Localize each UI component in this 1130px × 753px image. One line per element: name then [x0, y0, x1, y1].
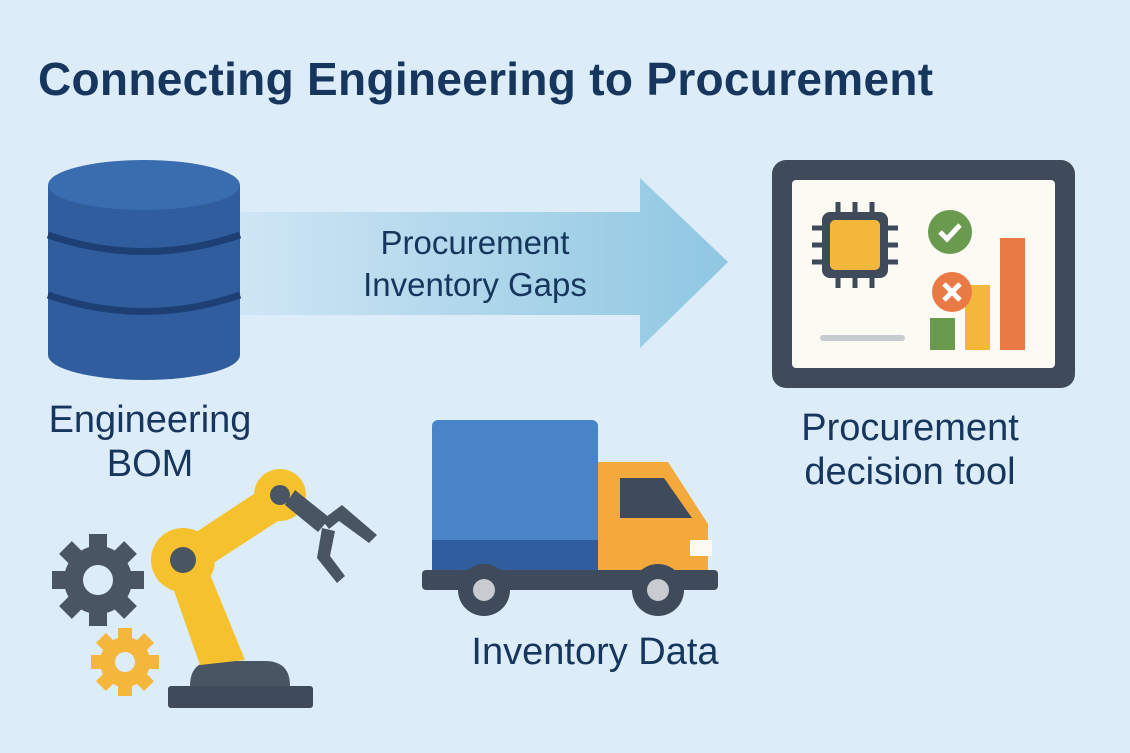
tool-label-line2: decision tool [804, 451, 1016, 493]
truck-icon [422, 420, 718, 616]
small-gear-icon [91, 628, 159, 696]
chip-icon [812, 202, 898, 288]
monitor-icon [772, 160, 1075, 388]
gear-icon [52, 534, 144, 626]
x-mark-icon [932, 272, 972, 312]
arrow-label-line2: Inventory Gaps [363, 266, 587, 303]
arrow-label-line1: Procurement [380, 224, 570, 261]
flow-arrow [235, 178, 728, 348]
bom-label-line1: Engineering [48, 399, 252, 441]
page-title: Connecting Engineering to Procurement [38, 53, 934, 105]
tool-label: Procurement decision tool [760, 406, 1060, 494]
bom-label: Engineering BOM [20, 398, 280, 486]
tool-label-line1: Procurement [801, 407, 1019, 449]
robot-arm-icon [151, 469, 377, 708]
database-icon [46, 160, 242, 380]
bom-label-line2: BOM [106, 443, 194, 485]
inventory-label: Inventory Data [471, 631, 719, 673]
check-icon [928, 210, 972, 254]
arrow-label: Procurement Inventory Gaps [340, 222, 610, 306]
